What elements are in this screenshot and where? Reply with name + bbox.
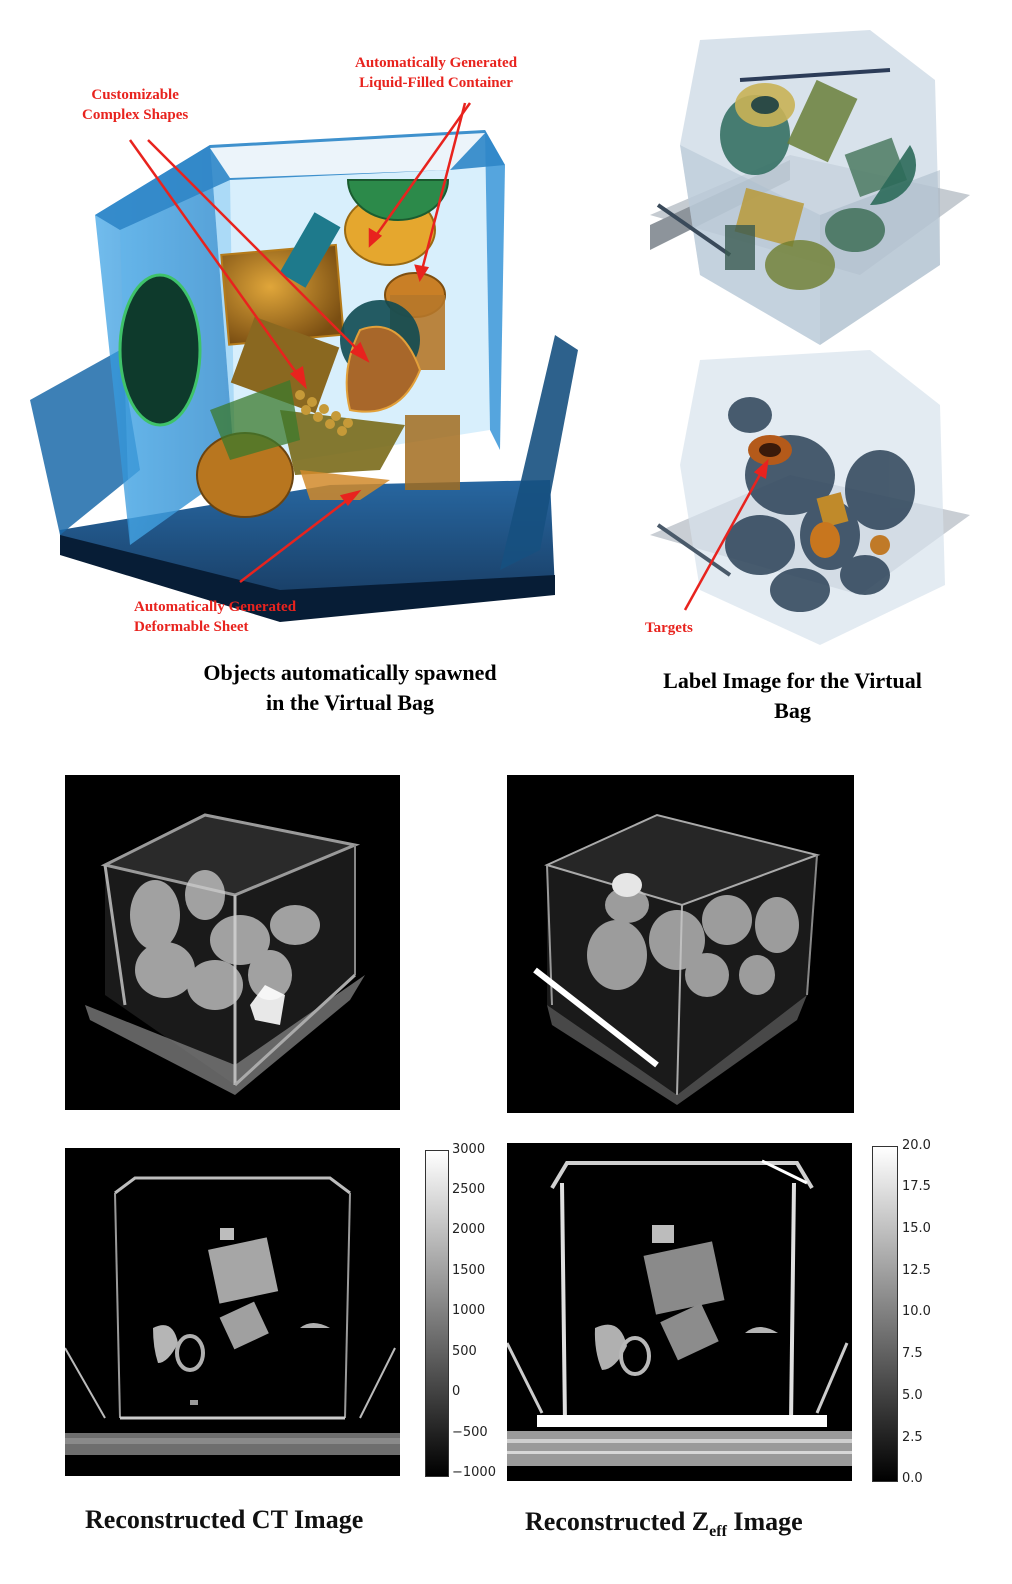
- ct-colorbar: [425, 1150, 449, 1477]
- ct-tick: 1000: [452, 1303, 486, 1318]
- zeff-volume-render: [507, 775, 854, 1113]
- ct-tick: 2000: [452, 1222, 486, 1237]
- ct-tick: 1500: [452, 1263, 486, 1278]
- caption-zeff-image: Reconstructed Zeff Image: [525, 1506, 803, 1548]
- label-render-bottom: [640, 345, 980, 650]
- zeff-tick: 10.0: [902, 1304, 931, 1319]
- ct-tick: 0: [452, 1384, 461, 1399]
- label-deformable-sheet-line2: Deformable Sheet: [134, 619, 249, 635]
- label-complex-shapes-line1: Customizable: [91, 87, 179, 103]
- zeff-tick: 12.5: [902, 1263, 931, 1278]
- caption-label-image: Label Image for the Virtual Bag: [630, 666, 955, 726]
- ct-tick: 500: [452, 1344, 477, 1359]
- caption-virtual-bag-line2: in the Virtual Bag: [265, 690, 435, 715]
- label-deformable-sheet-line1: Automatically Generated: [134, 599, 297, 615]
- label-deformable-sheet: Automatically Generated Deformable Sheet: [134, 597, 296, 637]
- label-liquid-container-line1: Automatically Generated: [355, 55, 518, 71]
- caption-label-image-line2: Bag: [774, 698, 811, 723]
- virtual-bag-render: [30, 30, 600, 630]
- ct-tick: −1000: [452, 1465, 496, 1480]
- caption-zeff-suffix: Image: [726, 1507, 803, 1536]
- zeff-tick: 15.0: [902, 1221, 931, 1236]
- zeff-tick: 17.5: [902, 1179, 931, 1194]
- zeff-tick: 7.5: [902, 1346, 923, 1361]
- ct-volume-render: [65, 775, 400, 1110]
- zeff-tick: 0.0: [902, 1471, 923, 1486]
- label-liquid-container: Automatically Generated Liquid-Filled Co…: [355, 53, 517, 93]
- label-complex-shapes-line2: Complex Shapes: [82, 107, 189, 123]
- ct-tick: −500: [452, 1425, 488, 1440]
- label-liquid-container-line2: Liquid-Filled Container: [359, 75, 513, 91]
- caption-label-image-line1: Label Image for the Virtual: [663, 668, 922, 693]
- label-targets: Targets: [645, 620, 693, 636]
- caption-zeff-prefix: Reconstructed Z: [525, 1507, 710, 1536]
- label-render-top: [640, 25, 980, 345]
- caption-ct-image: Reconstructed CT Image: [85, 1505, 364, 1534]
- zeff-tick: 2.5: [902, 1430, 923, 1445]
- label-complex-shapes: Customizable Complex Shapes: [82, 85, 188, 125]
- caption-virtual-bag-line1: Objects automatically spawned: [203, 660, 497, 685]
- caption-virtual-bag: Objects automatically spawned in the Vir…: [160, 658, 540, 718]
- zeff-tick: 20.0: [902, 1138, 931, 1153]
- caption-zeff-subscript: eff: [709, 1523, 727, 1541]
- ct-tick: 2500: [452, 1182, 486, 1197]
- zeff-colorbar: [872, 1146, 898, 1482]
- ct-tick: 3000: [452, 1142, 486, 1157]
- ct-slice-image: [65, 1148, 400, 1476]
- zeff-slice-image: [507, 1143, 852, 1481]
- zeff-tick: 5.0: [902, 1388, 923, 1403]
